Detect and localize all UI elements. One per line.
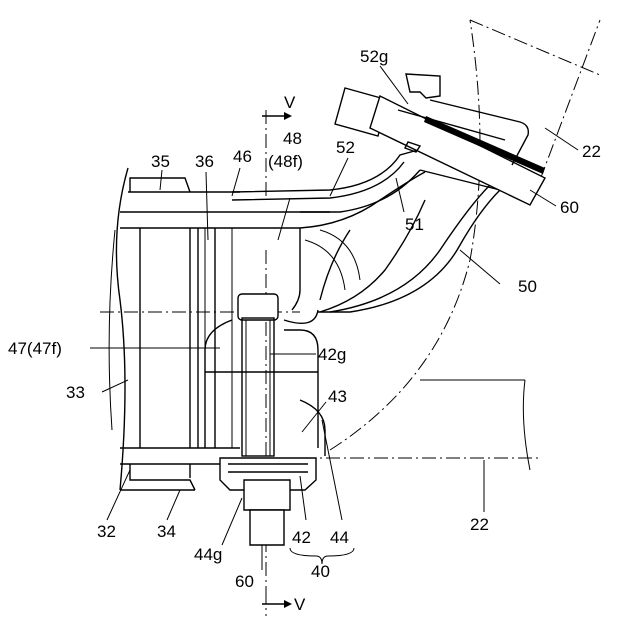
label-32: 32 — [97, 522, 116, 541]
label-52: 52 — [336, 138, 355, 157]
section-marker-bottom — [262, 590, 292, 616]
label-52g: 52g — [360, 47, 388, 66]
label-v-bottom: V — [294, 595, 306, 614]
label-22-top: 22 — [582, 142, 601, 161]
housing-33 — [109, 168, 330, 490]
label-42g: 42g — [318, 345, 346, 364]
label-36: 36 — [195, 152, 214, 171]
connector-body-50 — [232, 150, 500, 312]
label-35: 35 — [151, 152, 170, 171]
label-51: 51 — [405, 215, 424, 234]
label-44g: 44g — [194, 545, 222, 564]
label-42: 42 — [292, 528, 311, 547]
label-46: 46 — [233, 147, 252, 166]
label-60-bottom: 60 — [235, 572, 254, 591]
label-22-bottom: 22 — [470, 515, 489, 534]
label-60-right: 60 — [560, 198, 579, 217]
label-50: 50 — [518, 277, 537, 296]
label-48: 48 — [283, 129, 302, 148]
label-48f: (48f) — [268, 152, 303, 171]
pipe-60-top — [335, 74, 545, 205]
label-43: 43 — [328, 387, 347, 406]
label-40: 40 — [311, 562, 330, 581]
label-44: 44 — [330, 528, 349, 547]
bolt-assembly — [205, 294, 325, 545]
label-47: 47(47f) — [8, 339, 62, 358]
label-33: 33 — [66, 383, 85, 402]
label-34: 34 — [157, 522, 176, 541]
leader-lines — [90, 66, 578, 570]
label-v-top: V — [284, 93, 296, 112]
